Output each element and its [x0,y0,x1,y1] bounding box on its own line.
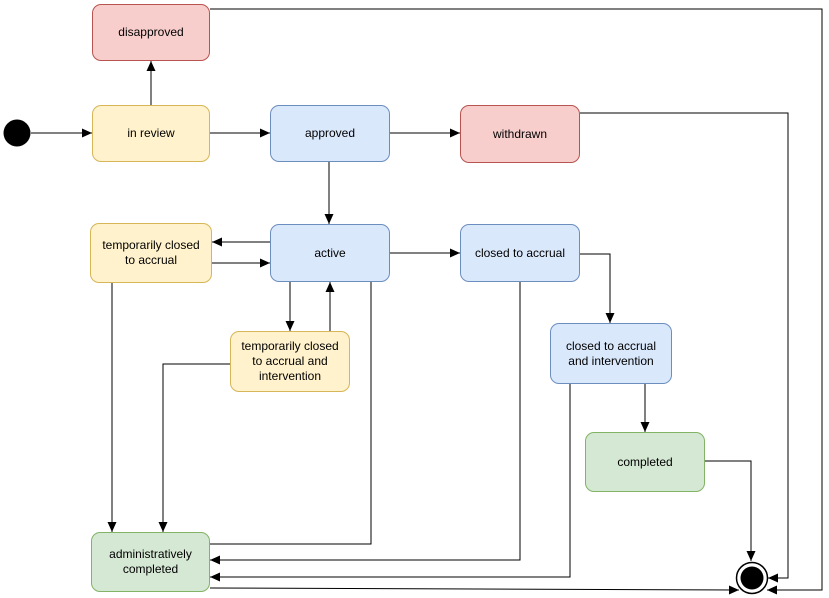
initial-state-node[interactable] [3,119,31,147]
state-approved[interactable]: approved [270,105,390,162]
state-label: in review [127,126,175,140]
state-label: disapproved [118,25,184,39]
state-withdrawn[interactable]: withdrawn [460,105,580,163]
state-label: closed to accrual and intervention [565,338,657,368]
state-active[interactable]: active [270,224,390,282]
state-temporarily-closed-to-accrual[interactable]: temporarily closed to accrual [90,223,212,283]
state-completed[interactable]: completed [585,432,705,492]
state-closed-to-accrual-and-intervention[interactable]: closed to accrual and intervention [550,323,672,384]
state-label: withdrawn [492,126,548,141]
edge-closed-to-accrual-to-administratively-completed [210,282,521,565]
edge-withdrawn-to-end [580,112,789,583]
edge-closed-to-accrual-to-closed-accrual-intervention [580,253,615,323]
edge-disapproved-to-end [210,8,823,595]
state-label: administratively completed [109,547,192,576]
state-temporarily-closed-to-accrual-and-intervention[interactable]: temporarily closed to accrual and interv… [230,331,350,392]
state-label: approved [304,126,356,140]
state-label: closed to accrual [474,245,566,260]
final-state-inner-dot [740,566,764,590]
state-closed-to-accrual[interactable]: closed to accrual [460,224,580,282]
state-disapproved[interactable]: disapproved [92,4,210,61]
state-in-review[interactable]: in review [92,105,210,162]
edge-closed-accrual-intervention-to-administratively-completed [210,384,571,582]
state-label: active [314,245,346,260]
state-administratively-completed[interactable]: administratively completed [91,532,210,592]
state-label: temporarily closed to accrual and interv… [241,339,339,383]
state-label: temporarily closed to accrual [102,238,200,267]
edge-temporarily-closed-accrual-intervention-to-administratively-completed [158,363,230,532]
edge-administratively-completed-to-end [209,585,740,595]
edge-active-to-administratively-completed [210,282,372,545]
edge-completed-to-end [705,460,756,561]
state-label: completed [617,454,673,469]
final-state-node[interactable] [735,561,769,595]
